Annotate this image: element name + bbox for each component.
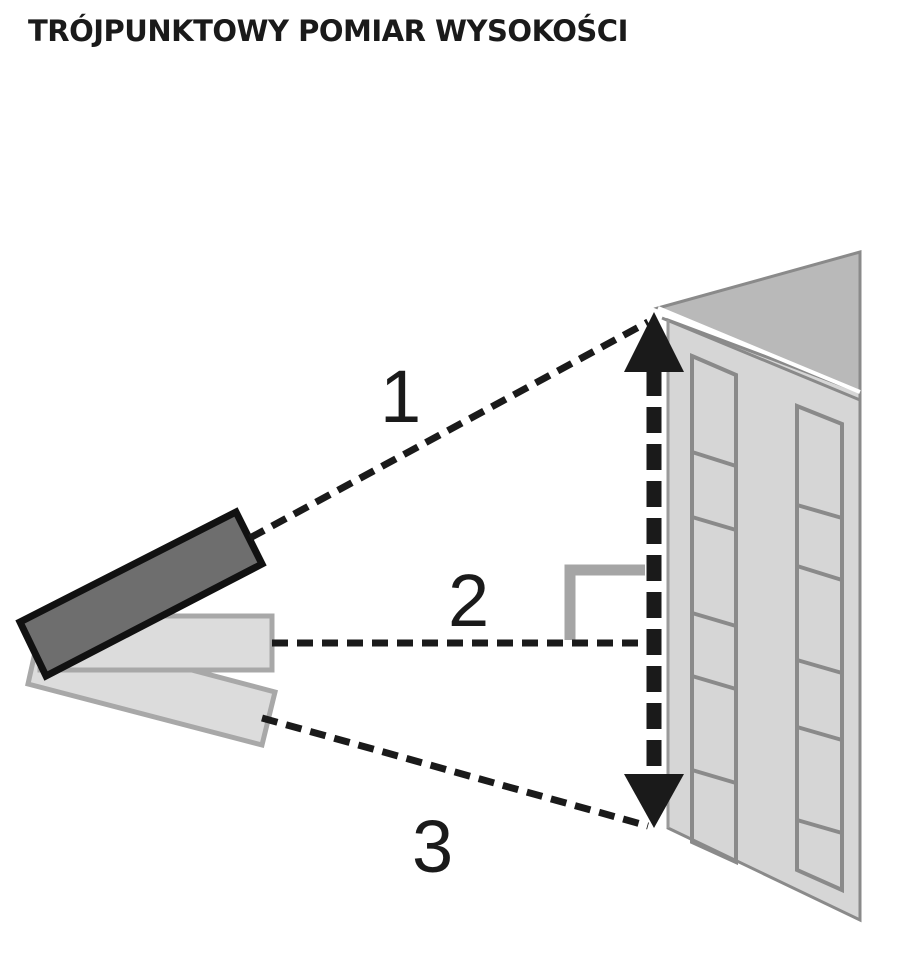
label-measurement-3: 3	[412, 805, 453, 888]
window-column-left	[690, 352, 738, 866]
measurement-line-1	[248, 318, 650, 542]
label-measurement-1: 1	[380, 355, 421, 438]
building	[653, 250, 862, 923]
label-measurement-2: 2	[448, 559, 489, 642]
window-column-right	[795, 403, 844, 894]
diagram-title: TRÓJPUNKTOWY POMIAR WYSOKOŚCI	[28, 14, 628, 48]
measurement-line-3	[261, 714, 649, 830]
device-position-1	[15, 507, 267, 681]
roof-edge-shadow	[661, 316, 861, 402]
arrow-head-bottom	[624, 774, 684, 828]
arrow-head-top	[624, 312, 684, 372]
right-angle-marker	[564, 564, 645, 640]
height-arrow	[624, 312, 684, 828]
roof-edge	[657, 306, 861, 394]
